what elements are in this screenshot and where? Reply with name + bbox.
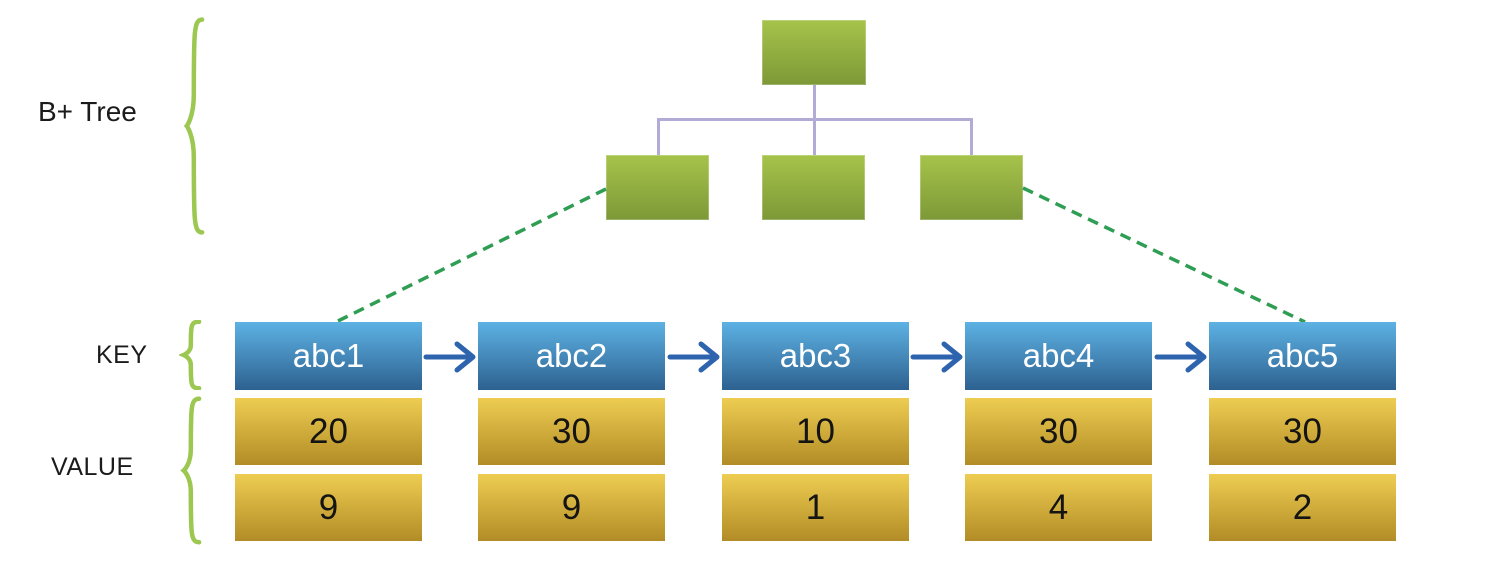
key-cell-2: abc2 [478,322,665,390]
tree-root-node [762,20,866,85]
leaf-link-dashed-right [1022,186,1306,324]
key-arrow-icon-3 [910,341,963,373]
key-cell-4: abc4 [965,322,1152,390]
value-section-label: VALUE [51,453,134,481]
key-cell-5: abc5 [1209,322,1396,390]
value-cell-r2c2: 9 [478,474,665,541]
tree-child-node-1 [606,155,709,220]
tree-connector-drop-3 [970,118,973,156]
value-brace [179,395,205,546]
tree-connector-trunk [813,84,816,120]
tree-connector-drop-1 [657,118,660,156]
key-brace [179,320,205,390]
key-arrow-icon-4 [1154,341,1207,373]
value-cell-r1c2: 30 [478,398,665,465]
value-cell-r1c5: 30 [1209,398,1396,465]
btree-brace [182,14,208,238]
key-section-label: KEY [96,341,148,369]
leaf-link-dashed-left [337,187,607,323]
value-cell-r1c4: 30 [965,398,1152,465]
key-cell-3: abc3 [722,322,909,390]
value-cell-r1c1: 20 [235,398,422,465]
value-cell-r1c3: 10 [722,398,909,465]
tree-child-node-2 [762,155,865,220]
btree-section-label: B+ Tree [38,96,137,127]
tree-child-node-3 [920,155,1023,220]
tree-connector-drop-2 [813,118,816,156]
value-cell-r2c4: 4 [965,474,1152,541]
value-cell-r2c1: 9 [235,474,422,541]
value-cell-r2c3: 1 [722,474,909,541]
key-arrow-icon-2 [667,341,720,373]
value-cell-r2c5: 2 [1209,474,1396,541]
key-cell-1: abc1 [235,322,422,390]
key-arrow-icon-1 [423,341,476,373]
